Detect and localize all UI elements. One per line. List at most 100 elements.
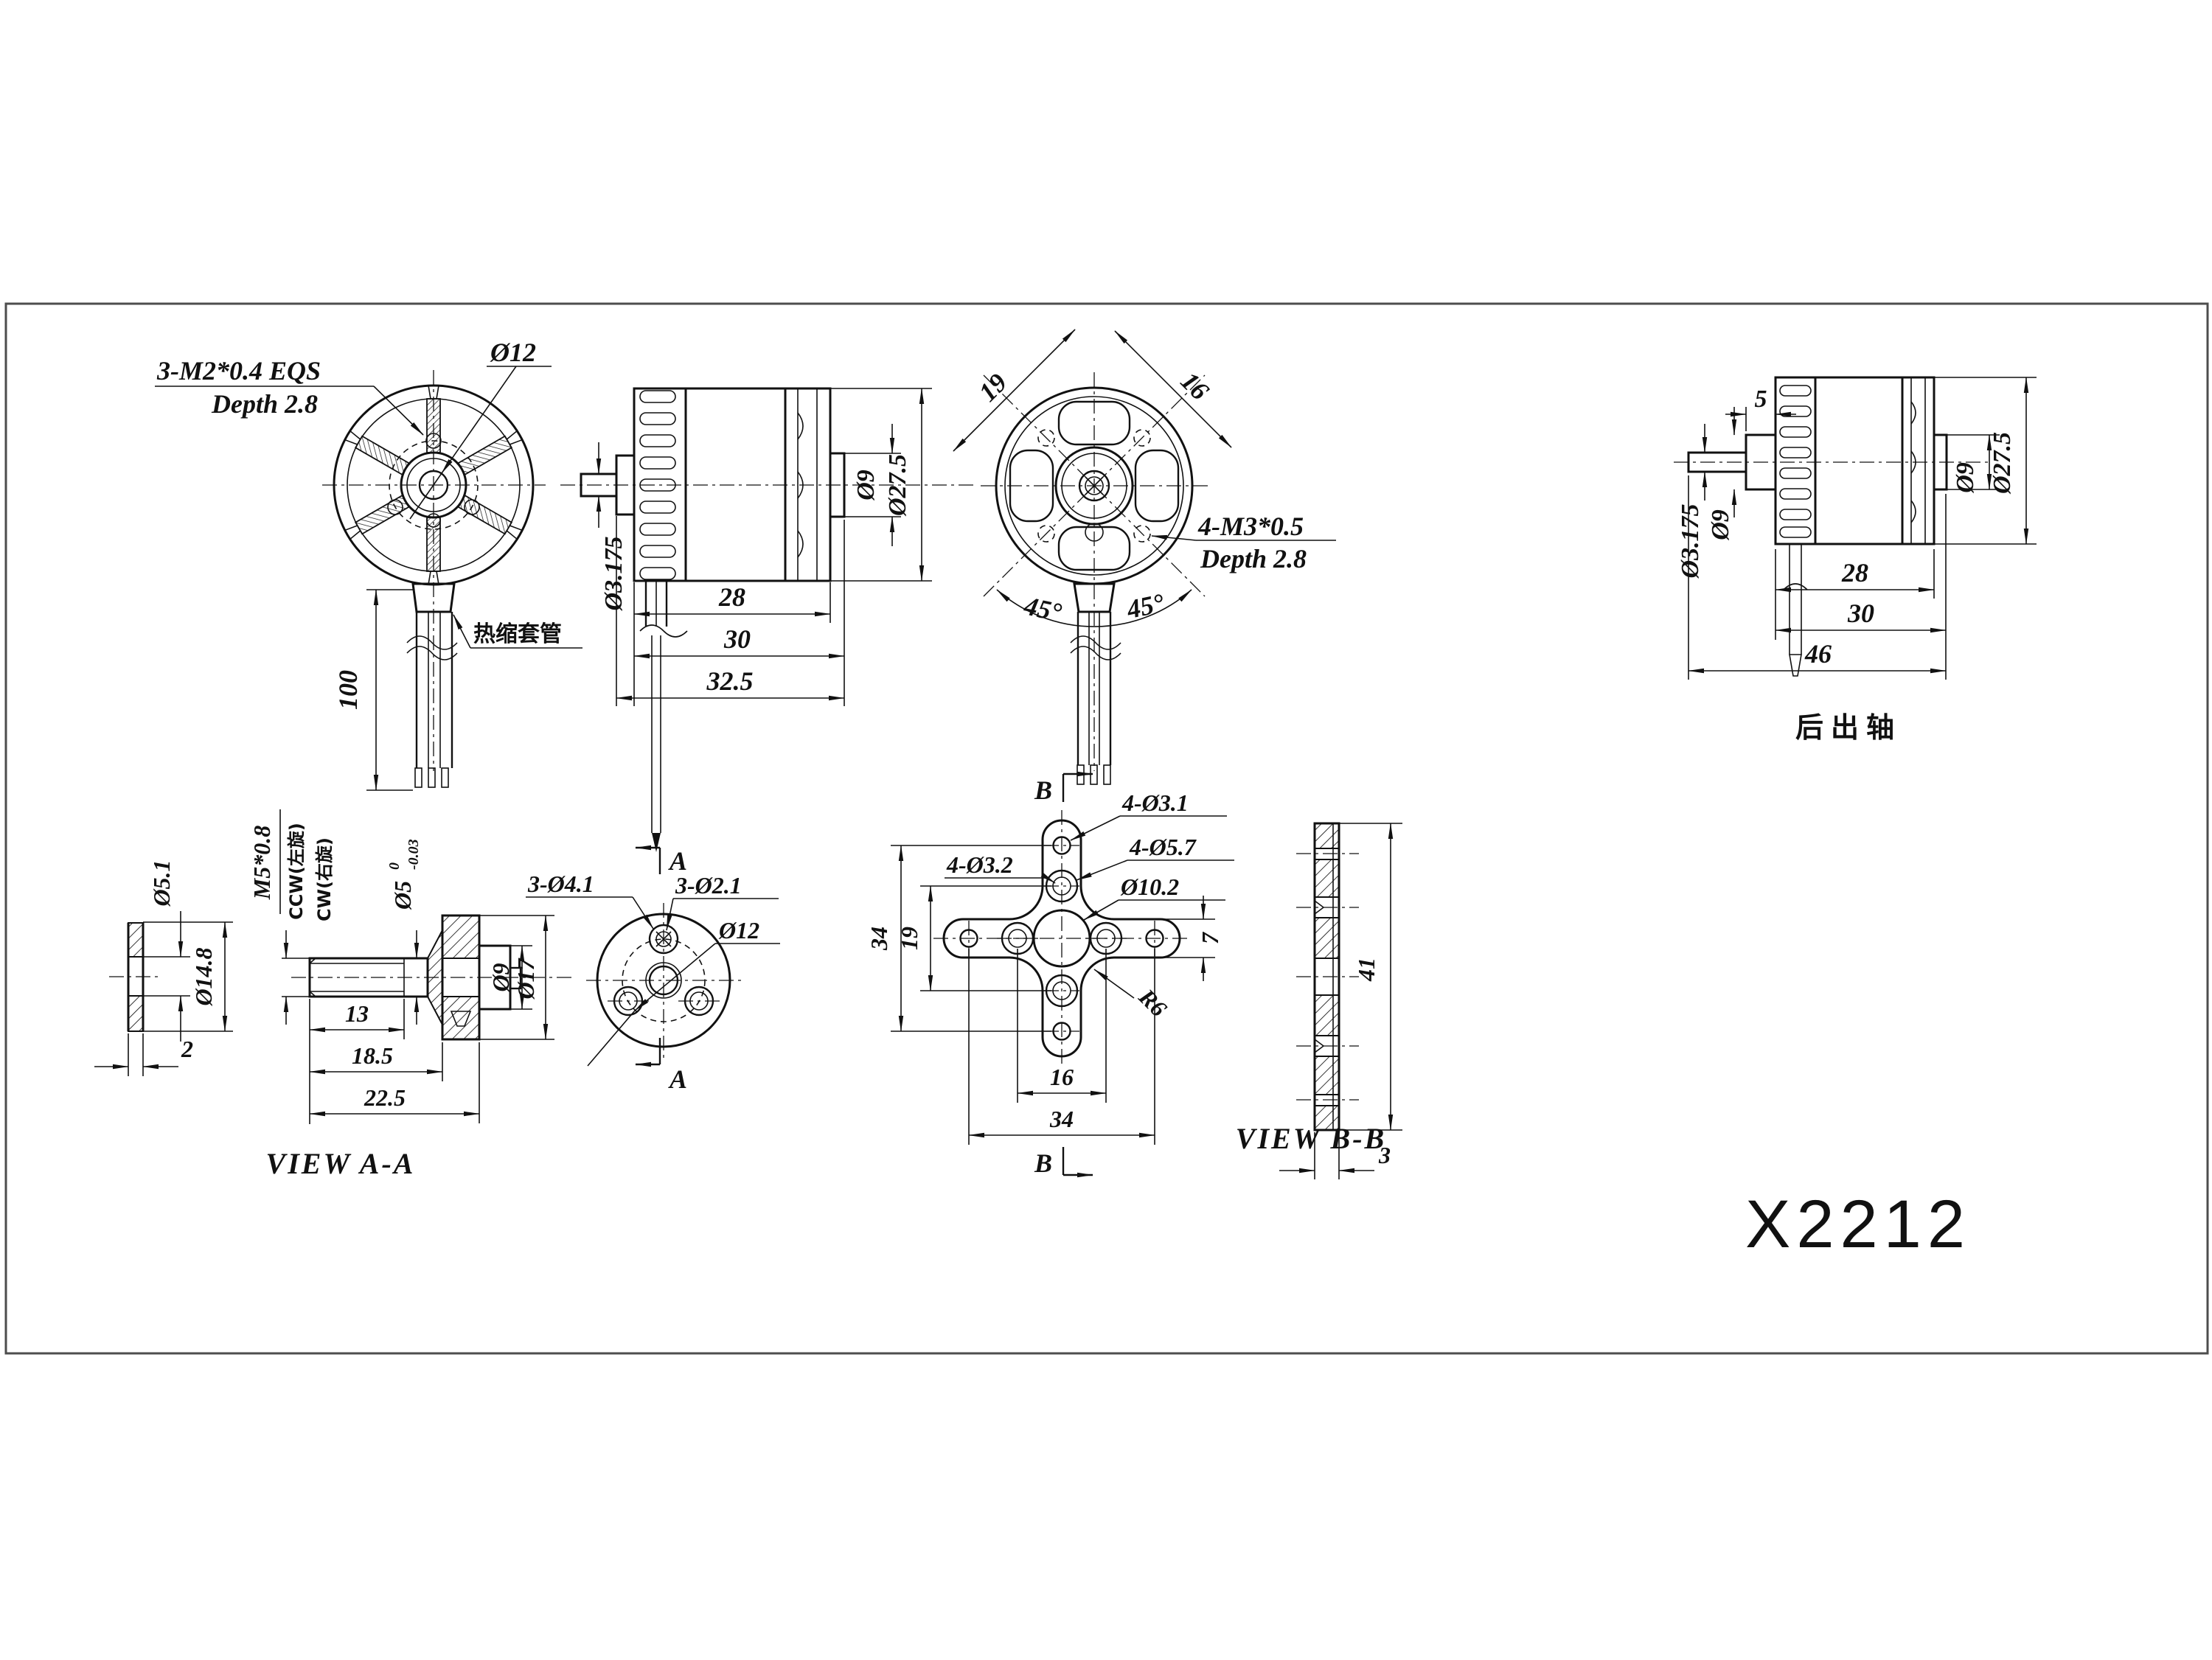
dim-shaft-flange-dia: Ø17 — [479, 915, 554, 1040]
section-a-bottom-text: A — [668, 1064, 687, 1094]
dim-cross-inner-pitch-h: 16 — [1017, 949, 1107, 1103]
rear-shaft-view: 5 Ø3.175 Ø9 Ø9 Ø27.5 — [1674, 376, 2037, 744]
side-body-dia-text: Ø27.5 — [884, 454, 911, 517]
side-boss-dia-text: Ø9 — [852, 470, 880, 501]
dim-side-shaft-dia: Ø3.175 — [596, 442, 627, 612]
washer-linework — [109, 921, 233, 1032]
dim-collar-dia: Ø9 — [1707, 407, 1737, 541]
rear-len46-text: 46 — [1804, 639, 1832, 669]
dim-wire-length: 100 — [333, 589, 413, 791]
shaft-tol-lower-text: -0.03 — [406, 839, 422, 870]
label-cross-counterbores: 4-Ø5.7 — [1076, 834, 1234, 881]
flange-large-holes-text: 3-Ø4.1 — [527, 871, 594, 897]
side-len30-text: 30 — [723, 624, 751, 654]
label-hub-dia: Ø12 — [409, 338, 552, 520]
cross-outer-pitch-h-text: 34 — [1049, 1106, 1074, 1132]
cw-note-text: CW(右旋) — [314, 837, 335, 921]
front-view-linework — [322, 370, 546, 771]
side-wire — [639, 581, 688, 852]
dim-rear-boss-dia: Ø9 — [1947, 434, 2000, 494]
shaft-total-len-text: 22.5 — [364, 1084, 406, 1111]
section-a-top-text: A — [668, 846, 687, 876]
hub-dia-text: Ø12 — [490, 338, 536, 367]
drawing-frame — [4, 302, 2209, 1355]
shaft-tol-upper-text: 0 — [386, 862, 403, 870]
smooth-len-text: 18.5 — [352, 1042, 393, 1069]
section-mark-b-top: B — [1034, 771, 1093, 805]
rear-shaft-linework — [1674, 376, 1991, 545]
washer-bore-text: Ø5.1 — [148, 859, 175, 907]
side-view: Ø3.175 Ø9 Ø27.5 28 30 32.5 — [560, 387, 973, 852]
label-sleeve: 热缩套管 — [453, 614, 582, 649]
mount-cross-view: 4-Ø3.1 4-Ø5.7 4-Ø3.2 Ø10.2 R6 34 — [866, 789, 1234, 1178]
dim-side-lengths: 28 30 32.5 — [616, 516, 845, 706]
rear-len30-text: 30 — [1847, 599, 1874, 628]
dim-cross-outer-pitch-v: 34 — [866, 845, 1051, 1032]
cross-inner-pitch-h-text: 16 — [1050, 1064, 1074, 1090]
section-mark-a-top: A — [635, 845, 687, 876]
cross-arm-width-text: 7 — [1197, 931, 1223, 944]
rear-boss-dia-text: Ø9 — [1952, 462, 1979, 494]
shaft-linework — [291, 914, 575, 1041]
dim-text-100: 100 — [333, 670, 363, 710]
dim-cross-outer-pitch-h: 34 — [968, 949, 1155, 1145]
shaft-tol-dia-text: Ø5 — [389, 881, 416, 910]
dim-rear-body-dia: Ø27.5 — [1934, 377, 2037, 545]
rear-pitch16-text: 16 — [1175, 366, 1215, 406]
dim-shaft-lengths: 13 18.5 22.5 — [309, 999, 480, 1124]
view-bb-label: VIEW B-B — [1236, 1122, 1386, 1155]
plate-thickness-text: 3 — [1378, 1142, 1391, 1168]
label-rear-screws: 4-M3*0.5 Depth 2.8 — [1151, 512, 1336, 573]
dim-cross-inner-pitch-v: 19 — [896, 885, 1051, 991]
rearshaft-dia-text: Ø3.175 — [1677, 503, 1704, 579]
label-flange-large-holes: 3-Ø4.1 — [526, 871, 654, 930]
rear-view: 19 16 4-M3*0.5 Depth 2.8 45° 45° — [953, 329, 1336, 805]
flange-bolt-circle-text: Ø12 — [718, 917, 759, 944]
shaft-boss-dia-text: Ø9 — [487, 963, 514, 992]
collar-offset-text: 5 — [1755, 386, 1767, 413]
cross-outer-holes-text: 4-Ø3.1 — [1121, 789, 1189, 816]
label-cross-center-hole: Ø10.2 — [1083, 873, 1225, 921]
sleeve-text: 热缩套管 — [473, 621, 562, 647]
cross-center-hole-text: Ø10.2 — [1120, 873, 1179, 900]
side-len325-text: 32.5 — [706, 666, 754, 696]
label-cross-outer-holes: 4-Ø3.1 — [1070, 789, 1227, 841]
shaft-flange-face-view: 3-Ø4.1 3-Ø2.1 Ø12 A A — [526, 845, 780, 1094]
rear-view-linework — [981, 372, 1209, 771]
cross-linework — [933, 810, 1190, 1067]
rear-shaft-wire — [1783, 544, 1808, 677]
dim-plate-width: 41 — [1339, 823, 1402, 1131]
model-number: X2212 — [1745, 1187, 1971, 1262]
dim-shaft-boss-dia: Ø9 — [487, 945, 532, 1010]
rear-len28-text: 28 — [1841, 558, 1868, 587]
dim-rear-pitch-diag1: 19 — [953, 329, 1076, 452]
dim-side-boss-dia: Ø9 — [844, 424, 901, 546]
cross-counterbores-text: 4-Ø5.7 — [1129, 834, 1197, 860]
section-b-bottom-text: B — [1034, 1148, 1052, 1178]
label-cross-inner-holes: 4-Ø3.2 — [945, 851, 1056, 884]
screw-depth-text: Depth 2.8 — [211, 389, 318, 419]
plate-width-text: 41 — [1353, 958, 1380, 982]
collar-dia-text: Ø9 — [1707, 509, 1734, 541]
flange-face-linework — [586, 903, 743, 1061]
plate-linework — [1296, 822, 1359, 1131]
mount-section-view: 41 3 VIEW B-B — [1236, 822, 1402, 1179]
washer-od-text: Ø14.8 — [190, 947, 217, 1006]
rear-wire-bundle — [1070, 582, 1121, 785]
view-aa-label: VIEW A-A — [266, 1147, 416, 1180]
front-wire-bundle — [406, 582, 458, 788]
section-mark-b-bottom: B — [1034, 1147, 1093, 1178]
dim-rearshaft-dia: Ø3.175 — [1677, 424, 1708, 579]
flange-small-holes-text: 3-Ø2.1 — [675, 872, 742, 899]
dim-washer-od: Ø14.8 — [190, 921, 228, 1032]
angle-left-text: 45° — [1021, 590, 1065, 627]
label-flange-bolt-circle: Ø12 — [587, 917, 780, 1067]
angle-right-text: 45° — [1124, 587, 1167, 624]
shaft-detail-view: M5*0.8 CCW(左旋) CW(右旋) Ø5 0 -0.03 13 — [248, 809, 575, 1180]
screw-note-text: 3-M2*0.4 EQS — [156, 356, 321, 386]
rear-shaft-caption: 后出轴 — [1795, 711, 1902, 744]
cross-inner-holes-text: 4-Ø3.2 — [946, 851, 1013, 878]
cross-inner-pitch-v-text: 19 — [896, 927, 922, 950]
washer-flat-text: 2 — [181, 1036, 193, 1062]
label-screw-note: 3-M2*0.4 EQS Depth 2.8 — [155, 356, 424, 436]
